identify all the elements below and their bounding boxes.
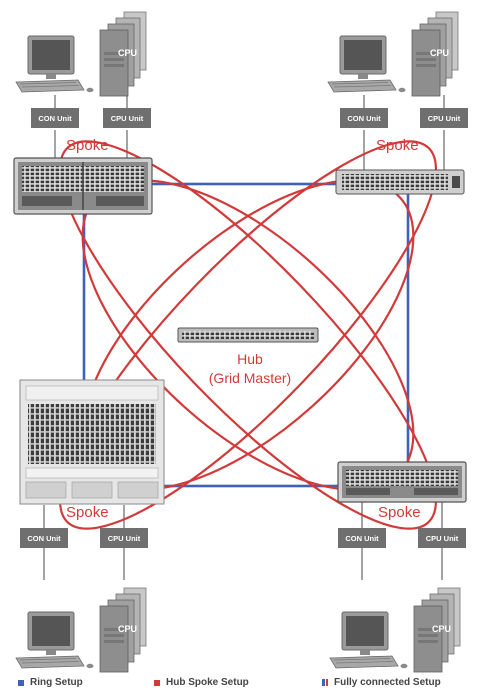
legend-hub-spoke-swatch (154, 679, 160, 686)
spoke-label-top-right: Spoke (376, 137, 419, 154)
spoke-label-bottom-left: Spoke (66, 504, 109, 521)
legend-fully-connected-label: Fully connected Setup (334, 677, 441, 688)
legend-ring: Ring Setup (18, 677, 83, 688)
hub-switch (177, 327, 319, 343)
cpu-unit-bottom-left: CPU Unit (100, 528, 148, 548)
legend-ring-swatch (18, 679, 24, 686)
hub-label-line1: Hub (237, 351, 263, 367)
switch-bottom-right (337, 461, 467, 503)
cpu-unit-top-right: CPU Unit (420, 108, 468, 128)
hub-label: Hub (Grid Master) (190, 350, 310, 388)
legend-ring-label: Ring Setup (30, 677, 83, 688)
con-unit-bottom-left: CON Unit (20, 528, 68, 548)
con-unit-top-right: CON Unit (340, 108, 388, 128)
spoke-label-bottom-right: Spoke (378, 504, 421, 521)
con-unit-top-left: CON Unit (31, 108, 79, 128)
ring-connection (82, 182, 410, 488)
cpu-tower-label-bottom-right: CPU (432, 624, 452, 634)
switch-top-right (335, 169, 465, 195)
hub-label-line2: (Grid Master) (208, 370, 292, 386)
cpu-tower-label-bottom-left: CPU (118, 624, 138, 634)
switch-top-left (13, 157, 153, 215)
legend-hub-spoke: Hub Spoke Setup (154, 677, 249, 688)
cpu-tower-label-top-right: CPU (430, 48, 450, 58)
cpu-unit-bottom-right: CPU Unit (418, 528, 466, 548)
cpu-unit-top-left: CPU Unit (103, 108, 151, 128)
legend-fully-connected-swatch (322, 679, 328, 686)
con-unit-bottom-right: CON Unit (338, 528, 386, 548)
chassis-bottom-left (19, 379, 165, 505)
legend-fully-connected: Fully connected Setup (322, 677, 441, 688)
legend-hub-spoke-label: Hub Spoke Setup (166, 677, 249, 688)
spoke-label-top-left: Spoke (66, 137, 109, 154)
cpu-tower-label-top-left: CPU (118, 48, 138, 58)
